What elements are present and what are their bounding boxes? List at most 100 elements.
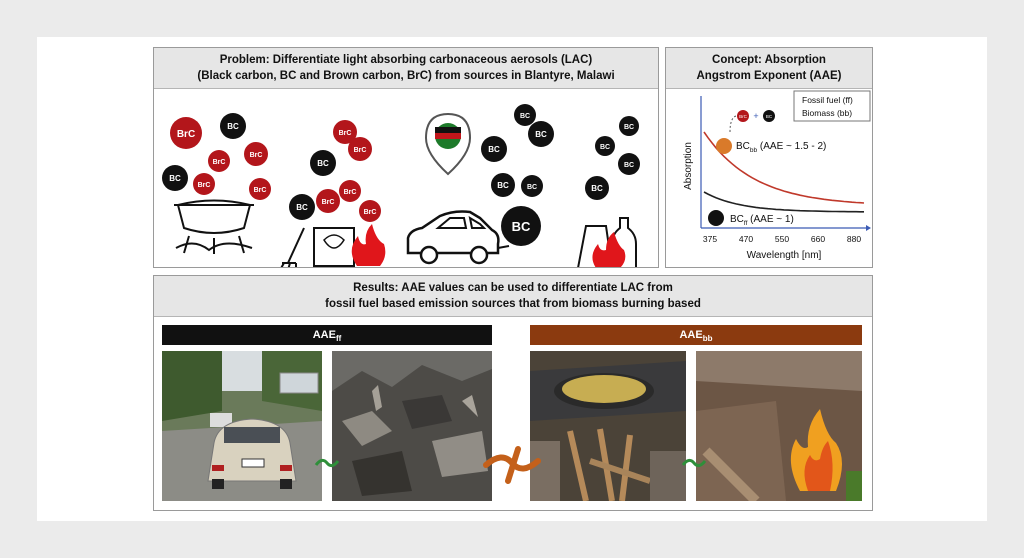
burnt-waste-photo bbox=[332, 351, 492, 501]
brc-bubble-label: BrC bbox=[177, 129, 195, 140]
brc-bubble-label: BrC bbox=[339, 130, 352, 137]
aae-bb-sub: bb bbox=[702, 334, 713, 344]
fossil-fuel-absorption-curve bbox=[703, 191, 864, 213]
graphical-abstract: Problem: Differentiate light absorbing c… bbox=[37, 37, 987, 521]
bc-bubble-large bbox=[501, 206, 541, 246]
plus-sign: + bbox=[753, 111, 758, 121]
bc-bubble bbox=[481, 136, 507, 162]
x-tick-label: 880 bbox=[847, 234, 861, 244]
similarity-tilde-bb bbox=[681, 458, 707, 468]
bc-bubble-label: BC bbox=[535, 130, 547, 139]
traffic-photo bbox=[162, 351, 322, 501]
x-tick-label: 550 bbox=[775, 234, 789, 244]
cooking-pot-scene: BrC BC BrC BrC BC BrC BrC bbox=[162, 113, 271, 254]
bc-bubble-label: BC bbox=[169, 174, 181, 183]
similarity-tilde-ff bbox=[314, 458, 340, 468]
source-legend-box bbox=[793, 90, 871, 122]
bc-bubble-label: BC bbox=[497, 181, 509, 190]
vehicle-emission-scene: BC BC BC BC BC BC bbox=[406, 104, 554, 265]
results-title-line1: Results: AAE values can be used to diffe… bbox=[353, 282, 673, 294]
brc-bubble bbox=[193, 173, 215, 195]
aae-concept-plot: Fossil fuel (ff) Biomass (bb) BrC + BC A… bbox=[683, 90, 871, 261]
aae-bb-bar: AAEbb bbox=[530, 325, 862, 345]
problem-panel: Problem: Differentiate light absorbing c… bbox=[153, 47, 659, 268]
aae-ff-label: AAE bbox=[312, 329, 336, 341]
bc-bubble-label: BC bbox=[624, 162, 634, 169]
y-axis-label: Absorption bbox=[683, 142, 694, 190]
bc-bubble-label: BC bbox=[512, 219, 531, 234]
concept-title: Concept: Absorption Angstrom Exponent (A… bbox=[666, 48, 872, 89]
bc-bubble bbox=[528, 121, 554, 147]
bottle-icon bbox=[611, 217, 637, 267]
brc-bubble bbox=[316, 189, 340, 213]
brc-bubble-label: BrC bbox=[322, 199, 335, 206]
brc-bubble bbox=[208, 150, 230, 172]
cooking-fire-photo bbox=[530, 351, 686, 501]
problem-title-line1: Problem: Differentiate light absorbing c… bbox=[219, 54, 593, 66]
brc-bubble bbox=[170, 117, 202, 149]
problem-title-line2: (Black carbon, BC and Brown carbon, BrC)… bbox=[197, 70, 615, 82]
mini-bc-label: BC bbox=[766, 114, 773, 119]
x-tick-label: 375 bbox=[703, 234, 717, 244]
bc-bubble bbox=[595, 136, 615, 156]
results-panel: Results: AAE values can be used to diffe… bbox=[153, 275, 873, 511]
mini-bc-bubble bbox=[763, 110, 775, 122]
mini-brc-bubble bbox=[737, 110, 749, 122]
brc-bubble-label: BrC bbox=[254, 187, 267, 194]
bc-bubble bbox=[162, 165, 188, 191]
bc-bubble-label: BC bbox=[296, 203, 308, 212]
brc-bubble-label: BrC bbox=[344, 189, 357, 196]
bc-bubble-label: BC bbox=[624, 124, 634, 131]
x-axis-label: Wavelength [nm] bbox=[747, 250, 822, 261]
bc-bubble bbox=[220, 113, 246, 139]
brc-bubble-label: BrC bbox=[364, 209, 377, 216]
bc-bubble bbox=[289, 194, 315, 220]
bc-bubble bbox=[491, 173, 515, 197]
bc-bubble bbox=[514, 104, 536, 126]
results-title: Results: AAE values can be used to diffe… bbox=[154, 276, 872, 317]
bc-bubble-label: BC bbox=[317, 159, 329, 168]
aae-bb-label: AAE bbox=[679, 329, 703, 341]
bc-bubble-label: BC bbox=[488, 145, 500, 154]
brc-bubble-label: BrC bbox=[250, 152, 263, 159]
bc-bb-marker bbox=[716, 138, 732, 154]
bc-bubble-label: BC bbox=[591, 184, 603, 193]
bc-ff-annotation: BCff (AAE ~ 1) bbox=[730, 214, 794, 227]
brc-bubble-label: BrC bbox=[198, 182, 211, 189]
plastic-burning-scene: BC BC BC BC bbox=[577, 116, 640, 267]
rake-icon bbox=[280, 227, 305, 267]
aae-ff-sub: ff bbox=[335, 334, 342, 344]
bc-bubble-label: BC bbox=[520, 113, 530, 120]
waste-burning-scene: BC BrC BrC BC BrC BrC BrC bbox=[280, 120, 386, 267]
fire-icon bbox=[351, 224, 386, 266]
aae-ff-bar: AAEff bbox=[162, 325, 492, 345]
curved-arrow bbox=[729, 115, 737, 133]
malawi-map-pin-icon bbox=[424, 112, 472, 176]
concept-panel: Concept: Absorption Angstrom Exponent (A… bbox=[665, 47, 873, 268]
plastic-bag-icon bbox=[577, 225, 613, 267]
bc-bubble bbox=[618, 153, 640, 175]
concept-title-line1: Concept: Absorption bbox=[712, 54, 826, 66]
x-tick-label: 470 bbox=[739, 234, 753, 244]
fire-icon bbox=[592, 232, 626, 267]
bc-bubble bbox=[585, 176, 609, 200]
brc-bubble bbox=[244, 142, 268, 166]
brc-bubble bbox=[359, 200, 381, 222]
bc-bb-annotation: BCbb (AAE ~ 1.5 - 2) bbox=[736, 141, 826, 154]
concept-title-line2: Angstrom Exponent (AAE) bbox=[696, 70, 842, 82]
difference-cross-icon bbox=[483, 446, 541, 484]
legend-fossil-fuel: Fossil fuel (ff) bbox=[802, 95, 853, 105]
bc-ff-marker bbox=[708, 210, 724, 226]
brc-bubble-label: BrC bbox=[213, 159, 226, 166]
mini-brc-label: BrC bbox=[739, 114, 748, 119]
bc-bubble-label: BC bbox=[227, 122, 239, 131]
brc-bubble bbox=[348, 137, 372, 161]
legend-biomass: Biomass (bb) bbox=[802, 108, 852, 118]
bc-bubble-label: BC bbox=[600, 144, 610, 151]
bc-bubble-label: BC bbox=[527, 184, 537, 191]
car-icon bbox=[406, 210, 500, 255]
bc-bubble bbox=[310, 150, 336, 176]
brc-bubble bbox=[339, 180, 361, 202]
results-title-line2: fossil fuel based emission sources that … bbox=[325, 298, 701, 310]
